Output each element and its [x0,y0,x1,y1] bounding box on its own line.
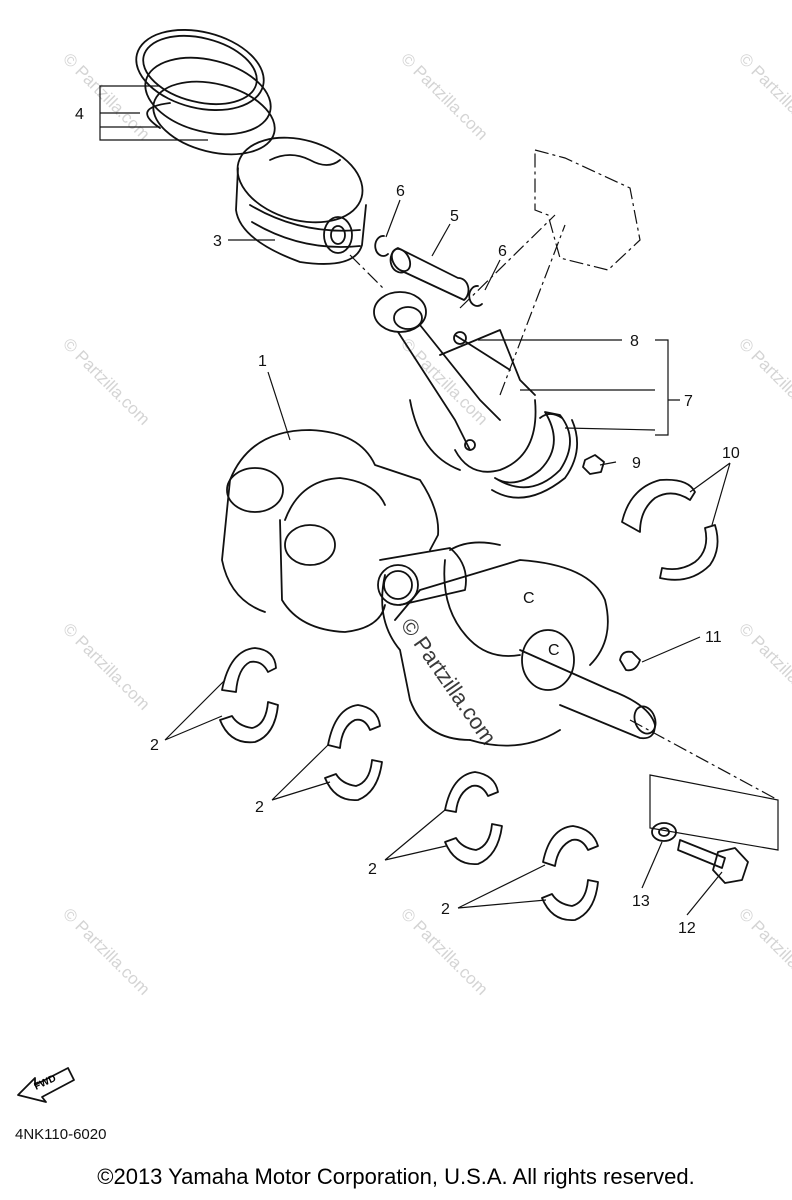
piston [235,136,367,265]
callout-1: 1 [258,353,267,370]
callout-12: 12 [678,920,696,937]
callout-2: 2 [255,799,264,816]
bolt-washer-assembly [649,774,779,884]
connecting-rod [373,291,537,473]
guide-line [499,224,566,396]
crank-mark: C [548,642,560,659]
fwd-arrow-icon: FWD [17,1067,75,1103]
crankshaft [221,429,657,747]
watermark: © Partzilla.com [59,334,153,428]
watermark: © Partzilla.com [59,619,153,713]
crank-mark: C [523,590,535,607]
crankcase-outline [534,149,641,271]
big-end-bearings [621,478,719,581]
guide-line [629,719,779,801]
watermark-group: © Partzilla.com © Partzilla.com © Partzi… [59,49,792,998]
watermark: © Partzilla.com [397,49,491,143]
watermark: © Partzilla.com [59,904,153,998]
main-bearings [219,647,599,921]
callout-2: 2 [441,901,450,918]
watermark: © Partzilla.com [735,904,792,998]
guide-line [349,254,386,291]
guide-line [459,214,556,309]
callout-2: 2 [150,737,159,754]
callout-5: 5 [450,208,459,225]
woodruff-key [619,650,641,672]
piston-pin-assembly [374,235,483,307]
watermark: © Partzilla.com [59,49,153,143]
diagram-code: 4NK110-6020 [15,1126,107,1143]
piston-rings [135,29,276,156]
callout-10: 10 [722,445,740,462]
callout-4: 4 [75,106,84,123]
callouts: 4 3 6 5 6 1 8 7 9 10 11 2 2 2 2 13 12 [75,106,740,937]
callout-2: 2 [368,861,377,878]
copyright-notice: ©2013 Yamaha Motor Corporation, U.S.A. A… [97,1164,695,1189]
callout-9: 9 [632,455,641,472]
watermark: © Partzilla.com [735,49,792,143]
rod-nut [582,454,605,475]
rod-cap [491,411,578,499]
callout-7: 7 [684,393,693,410]
watermark: © Partzilla.com [735,334,792,428]
watermark: © Partzilla.com [397,904,491,998]
callout-11: 11 [705,629,722,646]
center-watermark: © Partzilla.com [396,614,502,750]
callout-3: 3 [213,233,222,250]
watermark: © Partzilla.com [735,619,792,713]
callout-13: 13 [632,893,650,910]
callout-6: 6 [498,243,507,260]
leader-lines [99,85,731,916]
callout-8: 8 [630,333,639,350]
callout-6: 6 [396,183,405,200]
